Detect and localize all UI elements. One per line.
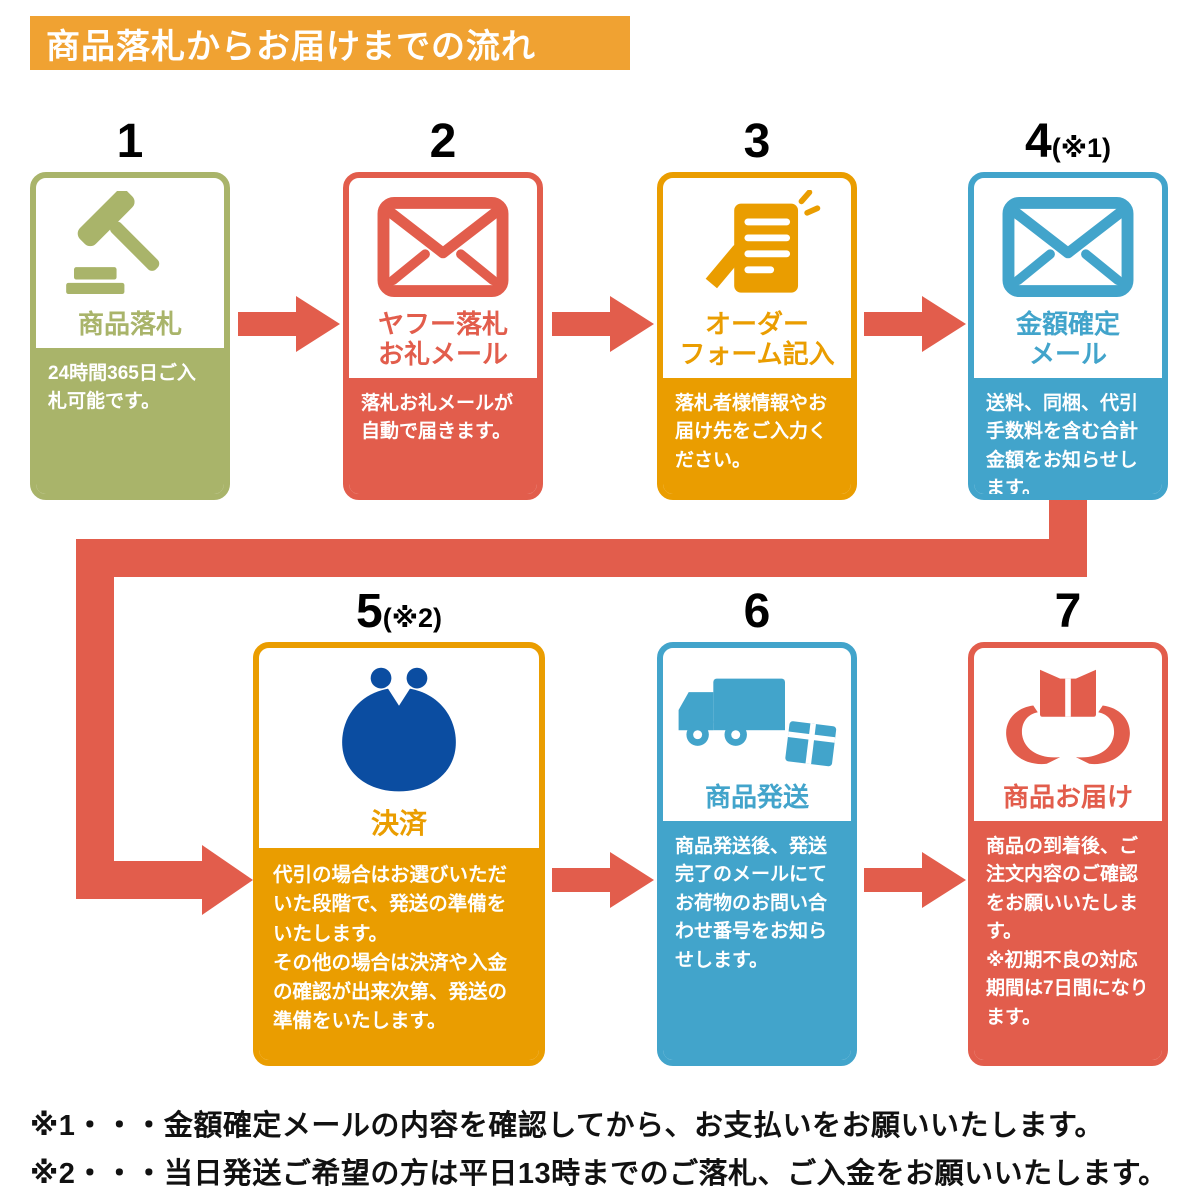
step-title: 商品発送 [704,782,809,812]
flow-connector-vertical-left [76,539,114,899]
step-number-text: 3 [743,115,771,168]
mail-icon [349,178,537,310]
flow-arrow-icon [552,296,654,352]
step-description: 代引の場合はお選びいただいた段階で、発送の準備をいたします。 その他の場合は決済… [259,848,539,1060]
step-number-suffix: (※1) [1051,133,1111,163]
step-number-text: 5 [356,585,383,638]
step-title: 商品落札 [77,309,182,339]
mail-icon [974,178,1162,310]
footnote-2: ※2・・・当日発送ご希望の方は平日13時までのご落札、ご入金をお願いいたします。 [30,1158,1168,1190]
flow-arrow-icon [552,852,654,908]
step-number-suffix: (※2) [382,603,442,633]
step-2-card: ヤフー落札 お礼メール 落札お礼メールが自動で届きます。 [343,172,543,500]
order-form-icon [663,178,851,310]
step-3-number: 3 [657,114,857,170]
step-6-card: 商品発送 商品発送後、発送完了のメールにてお荷物のお問い合わせ番号をお知らせしま… [657,642,857,1066]
step-6-number: 6 [657,584,857,640]
flow-connector-horizontal-top [76,539,1087,577]
step-description: 24時間365日ご入札可能です。 [36,347,224,494]
flow-connector-horizontal-bottom [76,861,202,899]
step-4-number: 4(※1) [968,114,1168,170]
flow-connector-arrowhead-icon [202,845,253,915]
step-title: 商品お届け [1002,782,1133,812]
step-title: 決済 [370,808,427,839]
step-description: 落札お礼メールが自動で届きます。 [349,377,537,494]
gavel-icon [36,178,224,310]
flow-arrow-icon [864,852,966,908]
step-description: 商品発送後、発送完了のメールにてお荷物のお問い合わせ番号をお知らせします。 [663,820,851,1060]
step-title: オーダー フォーム記入 [679,309,835,369]
step-1-number: 1 [30,114,230,170]
coin-purse-icon [259,648,539,808]
step-title: ヤフー落札 お礼メール [377,309,508,369]
step-1-card: 商品落札 24時間365日ご入札可能です。 [30,172,230,500]
step-description: 送料、同梱、代引手数料を含む合計金額をお知らせします。 [974,377,1162,494]
step-number-text: 4 [1025,115,1052,168]
step-4-card: 金額確定 メール 送料、同梱、代引手数料を含む合計金額をお知らせします。 [968,172,1168,500]
step-number-text: 1 [116,115,144,168]
step-2-number: 2 [343,114,543,170]
step-3-card: オーダー フォーム記入 落札者様情報やお届け先をご入力ください。 [657,172,857,500]
step-7-number: 7 [968,584,1168,640]
step-7-card: 商品お届け 商品の到着後、ご注文内容のご確認をお願いいたします。 ※初期不良の対… [968,642,1168,1066]
footnote-1: ※1・・・金額確定メールの内容を確認してから、お支払いをお願いいたします。 [30,1110,1105,1142]
step-title: 金額確定 メール [1015,309,1120,369]
truck-icon [663,648,851,783]
step-description: 落札者様情報やお届け先をご入力ください。 [663,377,851,494]
step-number-text: 7 [1054,585,1082,638]
step-number-text: 2 [429,115,457,168]
step-5-card: 決済 代引の場合はお選びいただいた段階で、発送の準備をいたします。 その他の場合… [253,642,545,1066]
step-number-text: 6 [743,585,771,638]
header-banner: 商品落札からお届けまでの流れ [30,16,630,70]
flow-arrow-icon [864,296,966,352]
delivery-hands-icon [974,648,1162,783]
step-5-number: 5(※2) [253,584,545,640]
flow-arrow-icon [238,296,340,352]
step-description: 商品の到着後、ご注文内容のご確認をお願いいたします。 ※初期不良の対応期間は7日… [974,820,1162,1060]
